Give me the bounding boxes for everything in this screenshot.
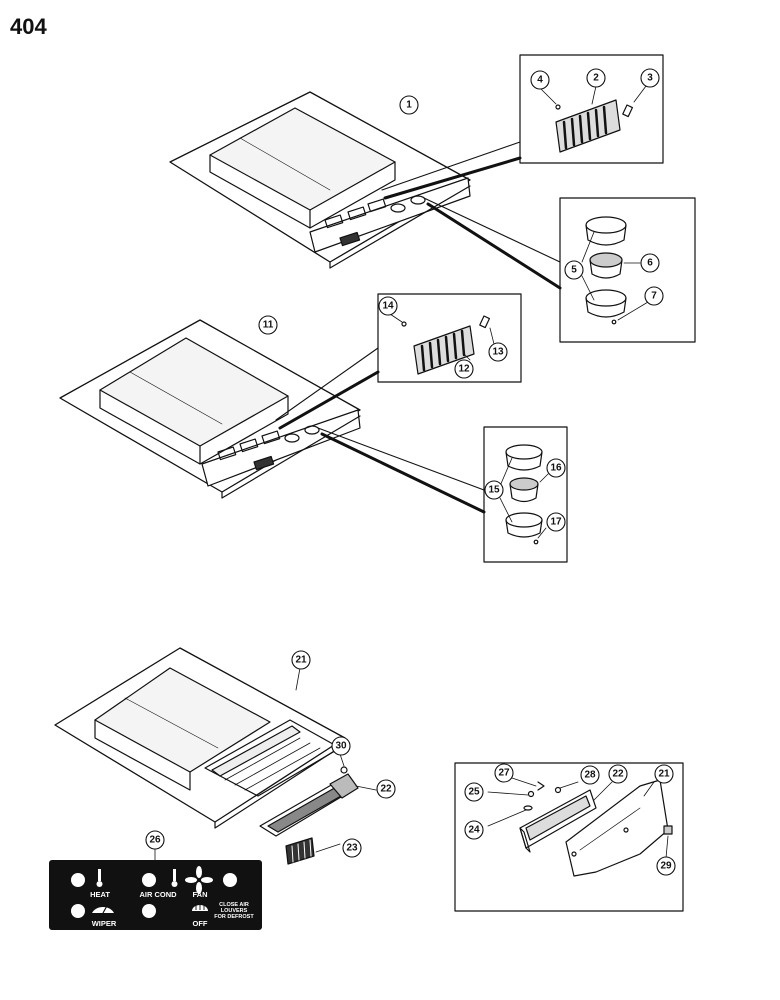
callout-23: 23 (346, 843, 358, 854)
detail-box-vent-assembly (454, 762, 684, 912)
defrost-icon (192, 904, 208, 911)
wiper-label: WIPER (92, 919, 117, 928)
detail-box-vent-round-11 (483, 426, 568, 563)
round-vent-16 (509, 477, 539, 491)
callout-14: 14 (382, 301, 394, 312)
roof-panel-21 (54, 647, 346, 829)
callout-17: 17 (550, 517, 562, 528)
callout-6: 6 (647, 258, 653, 269)
fan-label: FAN (193, 890, 208, 899)
callout-26: 26 (149, 835, 161, 846)
callout-15: 15 (488, 485, 500, 496)
page-number: 404 (10, 14, 47, 39)
callout-11: 11 (263, 320, 274, 331)
spring-27 (537, 781, 545, 791)
screw-14 (401, 321, 407, 327)
detail-box-vent-round-1 (559, 197, 696, 343)
clip-13 (479, 315, 491, 329)
callout-22-detail: 22 (612, 769, 624, 780)
close-air-label-2: LOUVERS (221, 908, 248, 914)
close-air-label-3: FOR DEFROST (214, 914, 254, 920)
vent-frame-22-detail (519, 789, 597, 853)
vent-louver-2 (555, 99, 621, 153)
callout-27: 27 (498, 768, 510, 779)
callout-3: 3 (647, 73, 653, 84)
callout-7: 7 (651, 291, 657, 302)
knob-hole (142, 873, 156, 887)
clip-29 (663, 825, 673, 835)
washer-24 (523, 805, 533, 811)
detail-box-vent-1 (519, 54, 664, 164)
callout-12: 12 (458, 364, 470, 375)
roof-panel-1 (169, 91, 471, 269)
clip-3 (622, 104, 634, 118)
callout-22: 22 (380, 784, 392, 795)
control-decal-panel-26: HEAT AIR COND FAN WIPER OFF CLOSE AIR LO… (49, 848, 262, 930)
knob-hole (142, 904, 156, 918)
close-air-label-1: CLOSE AIR (219, 902, 249, 908)
callout-21: 21 (295, 655, 307, 666)
callout-25: 25 (468, 787, 480, 798)
callout-1: 1 (406, 100, 412, 111)
detail-box-vent-11 (377, 293, 522, 383)
callout-5: 5 (571, 265, 577, 276)
round-vent-6 (589, 252, 623, 268)
knob-hole (71, 904, 85, 918)
fan-icon (185, 866, 213, 894)
vent-louver-12 (413, 325, 475, 375)
callout-16: 16 (550, 463, 562, 474)
callout-28: 28 (584, 770, 596, 781)
screw-25 (527, 790, 535, 798)
nut-28 (554, 786, 562, 794)
callout-4: 4 (537, 75, 543, 86)
callout-24: 24 (468, 825, 480, 836)
knob-hole (223, 873, 237, 887)
air-cond-label: AIR COND (139, 890, 177, 899)
knob-hole (71, 873, 85, 887)
callout-29: 29 (660, 861, 672, 872)
vent-louver-23 (285, 837, 315, 865)
vent-frame-22 (259, 773, 359, 837)
screw-30 (340, 766, 348, 774)
screw-4 (555, 104, 561, 110)
heat-label: HEAT (90, 890, 110, 899)
snowflake-thermometer-icon (171, 869, 178, 887)
off-label: OFF (193, 919, 208, 928)
panel-21-detail (565, 779, 669, 877)
callout-21-detail: 21 (658, 769, 670, 780)
callout-13: 13 (492, 347, 504, 358)
callout-2: 2 (593, 73, 599, 84)
wiper-icon (92, 903, 114, 914)
thermometer-icon (96, 869, 103, 887)
callout-30: 30 (335, 741, 347, 752)
